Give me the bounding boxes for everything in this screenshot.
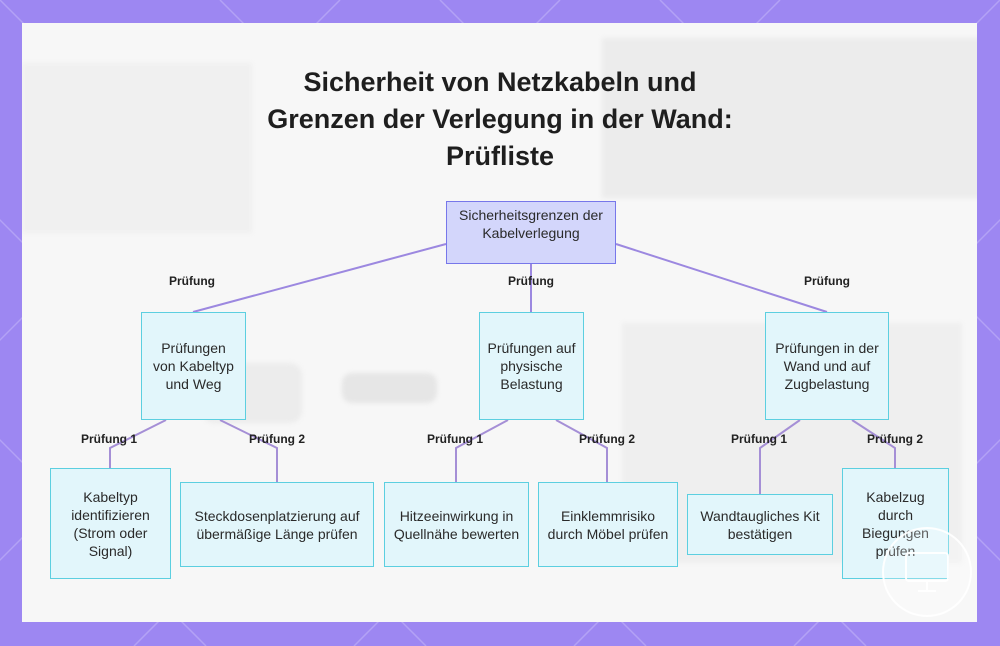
edge-label-root-to-group-2: Prüfung bbox=[508, 274, 554, 288]
leaf-node-label: Kabeltyp identifizieren (Strom oder Sign… bbox=[71, 488, 150, 559]
edge-group-3-to-leaf-5 bbox=[759, 419, 801, 494]
leaf-node-wandtaugliches-kit: Wandtaugliches Kit bestätigen bbox=[687, 494, 833, 555]
group-node-label: Prüfungen in der Wand und auf Zugbelastu… bbox=[775, 340, 879, 392]
edge-label-group-1-to-leaf-1: Prüfung 1 bbox=[81, 432, 137, 446]
title-line-2: Grenzen der Verlegung in der Wand: bbox=[267, 104, 733, 134]
leaf-node-hitzeeinwirkung: Hitzeeinwirkung in Quellnähe bewerten bbox=[384, 482, 529, 567]
group-node-label: Prüfungen von Kabeltyp und Weg bbox=[153, 340, 234, 392]
edge-label-group-3-to-leaf-6: Prüfung 2 bbox=[867, 432, 923, 446]
root-node-label: Sicherheitsgrenzen der Kabelverlegung bbox=[459, 207, 603, 241]
group-node-physische-belastung: Prüfungen auf physische Belastung bbox=[479, 312, 584, 420]
leaf-node-kabeltyp-identifizieren: Kabeltyp identifizieren (Strom oder Sign… bbox=[50, 468, 171, 579]
leaf-node-label: Wandtaugliches Kit bestätigen bbox=[700, 507, 820, 542]
group-node-kabeltyp-weg: Prüfungen von Kabeltyp und Weg bbox=[141, 312, 246, 420]
edge-label-root-to-group-3: Prüfung bbox=[804, 274, 850, 288]
background-photo-shape bbox=[342, 373, 437, 403]
leaf-node-einklemmrisiko: Einklemmrisiko durch Möbel prüfen bbox=[538, 482, 678, 567]
edge-label-group-1-to-leaf-2: Prüfung 2 bbox=[249, 432, 305, 446]
edge-label-group-2-to-leaf-3: Prüfung 1 bbox=[427, 432, 483, 446]
edge-group-3-to-leaf-6 bbox=[851, 419, 896, 468]
leaf-node-label: Hitzeeinwirkung in Quellnähe bewerten bbox=[393, 507, 520, 542]
edge-group-1-to-leaf-2 bbox=[219, 419, 278, 482]
edge-group-2-to-leaf-3 bbox=[455, 419, 509, 482]
title-line-3: Prüfliste bbox=[445, 141, 555, 171]
title-line-1: Sicherheit von Netzkabeln und bbox=[303, 67, 697, 97]
group-node-label: Prüfungen auf physische Belastung bbox=[487, 340, 576, 392]
monitor-icon bbox=[905, 552, 949, 592]
edge-group-1-to-leaf-1 bbox=[109, 419, 167, 468]
edge-group-2-to-leaf-4 bbox=[555, 419, 608, 482]
leaf-node-label: Einklemmrisiko durch Möbel prüfen bbox=[547, 507, 669, 542]
edge-root-to-group-3 bbox=[615, 243, 828, 313]
edge-root-to-group-1 bbox=[192, 243, 447, 313]
background-photo-shape bbox=[22, 63, 252, 233]
edge-label-root-to-group-1: Prüfung bbox=[169, 274, 215, 288]
edge-label-group-2-to-leaf-4: Prüfung 2 bbox=[579, 432, 635, 446]
diagram-title: Sicherheit von Netzkabeln und Grenzen de… bbox=[0, 64, 1000, 175]
group-node-wand-zugbelastung: Prüfungen in der Wand und auf Zugbelastu… bbox=[765, 312, 889, 420]
leaf-node-steckdosenplatzierung: Steckdosenplatzierung auf übermäßige Län… bbox=[180, 482, 374, 567]
edge-label-group-3-to-leaf-5: Prüfung 1 bbox=[731, 432, 787, 446]
background-photo-shape bbox=[602, 38, 977, 198]
watermark-logo bbox=[882, 527, 972, 617]
leaf-node-label: Steckdosenplatzierung auf übermäßige Län… bbox=[194, 507, 360, 542]
root-node: Sicherheitsgrenzen der Kabelverlegung bbox=[446, 201, 616, 264]
